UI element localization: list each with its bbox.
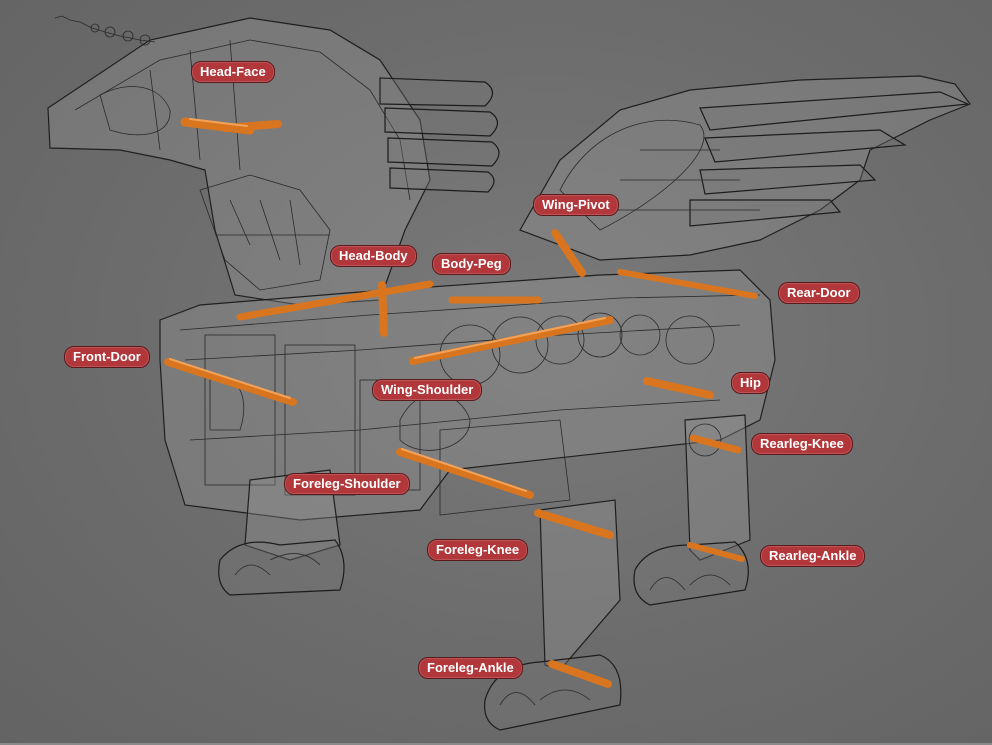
label-front-door: Front-Door xyxy=(64,346,150,368)
rear-leg-part xyxy=(633,414,751,606)
label-wing-pivot: Wing-Pivot xyxy=(533,194,619,216)
label-foreleg-ankle: Foreleg-Ankle xyxy=(418,657,523,679)
label-rear-door: Rear-Door xyxy=(778,282,860,304)
label-wing-shoulder: Wing-Shoulder xyxy=(372,379,483,401)
label-head-face: Head-Face xyxy=(191,61,275,83)
viewport-bottom-edge xyxy=(0,743,992,745)
head-part xyxy=(47,15,500,306)
label-body-peg: Body-Peg xyxy=(432,253,511,275)
pins xyxy=(164,117,758,688)
label-rearleg-knee: Rearleg-Knee xyxy=(751,433,853,455)
label-rearleg-ankle: Rearleg-Ankle xyxy=(760,545,866,567)
wing-part xyxy=(519,75,971,261)
label-foreleg-knee: Foreleg-Knee xyxy=(427,539,529,561)
label-head-body: Head-Body xyxy=(330,245,417,267)
label-foreleg-shoulder: Foreleg-Shoulder xyxy=(284,473,410,495)
label-hip: Hip xyxy=(731,372,770,394)
